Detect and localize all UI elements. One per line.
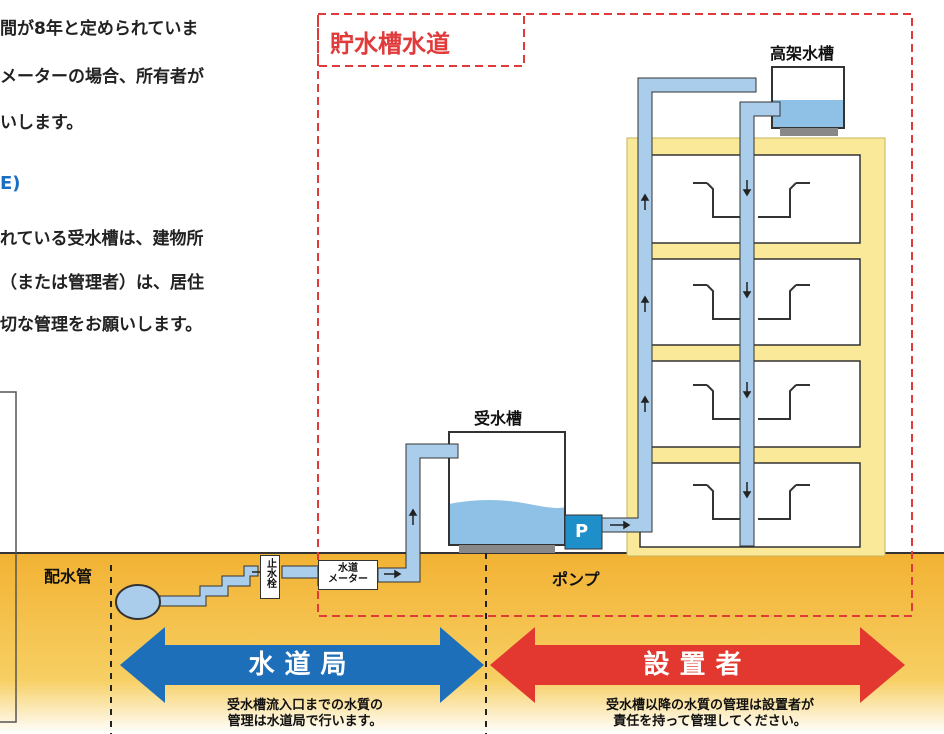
left-text-line-6: 切な管理をお願いします。 bbox=[0, 315, 203, 335]
flow-arrows bbox=[610, 180, 752, 530]
pump-label: ポンプ bbox=[552, 570, 600, 589]
water-meter-label-2: メーター bbox=[328, 574, 368, 585]
bureau-title: 水道局 bbox=[248, 650, 357, 680]
distribution-main bbox=[115, 584, 161, 620]
water-meter: 水道 メーター bbox=[318, 560, 378, 590]
elevated-tank bbox=[771, 66, 845, 136]
bureau-caption-line-1: 受水槽流入口までの水質の bbox=[226, 698, 383, 713]
bureau-caption: 受水槽流入口までの水質の 管理は水道局で行います。 bbox=[140, 698, 470, 730]
stop-valve-label: 止水栓 bbox=[264, 558, 276, 588]
left-image-frame bbox=[0, 391, 17, 723]
distribution-pipe-label: 配水管 bbox=[44, 567, 93, 586]
bureau-arrow bbox=[120, 627, 484, 703]
building bbox=[626, 137, 886, 557]
installer-caption-line-1: 受水槽以降の水質の管理は設置者が bbox=[605, 698, 814, 713]
bureau-caption-line-2: 管理は水道局で行います。 bbox=[227, 714, 383, 729]
pump-symbol: P bbox=[575, 521, 589, 542]
down-pipe bbox=[739, 101, 781, 547]
supply-riser-pipe bbox=[601, 77, 757, 533]
left-section-heading: E) bbox=[0, 173, 21, 194]
water-meter-label-1: 水道 bbox=[338, 563, 358, 574]
left-text-line-3: いします。 bbox=[0, 113, 84, 133]
receiving-tank-label: 受水槽 bbox=[474, 409, 523, 428]
left-text-line-2: メーターの場合、所有者が bbox=[0, 67, 204, 87]
receiving-tank bbox=[448, 431, 566, 553]
left-text-line-4: れている受水槽は、建物所 bbox=[0, 229, 204, 249]
left-text-line-5: （または管理者）は、居住 bbox=[0, 273, 204, 293]
left-text-line-1: 間が8年と定められていま bbox=[0, 19, 199, 39]
installer-arrow bbox=[490, 627, 905, 703]
stop-valve: 止水栓 bbox=[260, 555, 280, 599]
installer-caption: 受水槽以降の水質の管理は設置者が 責任を持って管理してください。 bbox=[520, 698, 900, 730]
elevated-tank-label: 高架水槽 bbox=[770, 44, 835, 63]
faucets bbox=[693, 182, 810, 520]
installer-title: 設置者 bbox=[643, 650, 752, 680]
inlet-pipe bbox=[377, 443, 459, 583]
pump bbox=[564, 514, 603, 550]
installer-caption-line-2: 責任を持って管理してください。 bbox=[613, 714, 807, 729]
system-title: 貯水槽水道 bbox=[330, 30, 450, 58]
